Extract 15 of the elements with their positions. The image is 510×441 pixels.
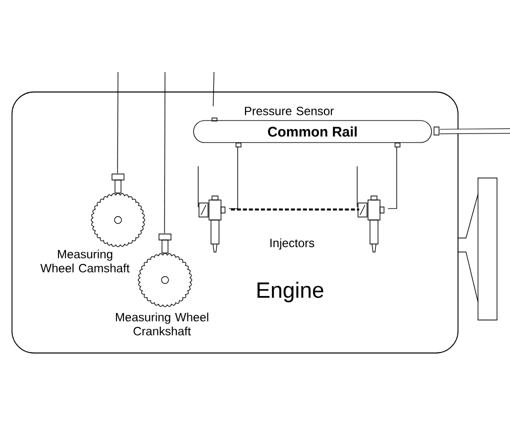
wheel-caption: Measuring Wheel Camshaft xyxy=(40,250,130,272)
part-label: Injectors xyxy=(270,238,314,250)
wire xyxy=(198,166,199,208)
engine-label: Engine xyxy=(258,282,324,302)
injector-drawing xyxy=(358,196,384,252)
wire xyxy=(228,146,238,209)
rail-tube: Common Rail xyxy=(193,118,440,148)
injector-drawing xyxy=(198,196,226,252)
pipe xyxy=(230,208,360,211)
wire xyxy=(356,166,358,208)
pipe xyxy=(440,128,510,134)
wheel-caption: Measuring Wheel Crankshaft xyxy=(116,312,208,336)
wire xyxy=(212,72,214,107)
wire xyxy=(388,146,398,209)
sensor-label: Pressure Sensor xyxy=(244,106,334,116)
